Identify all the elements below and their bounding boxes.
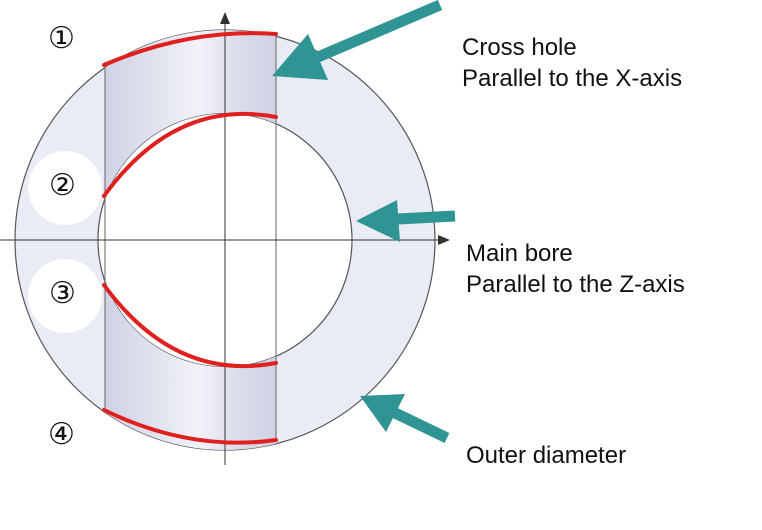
cross-hole-band: [105, 30, 276, 450]
main-bore-arrow: [356, 200, 456, 242]
inner-bottom-intersection-edge: [102, 283, 278, 369]
outer-diameter-title: Outer diameter: [466, 442, 627, 469]
main-bore-orientation: Parallel to the Z-axis: [466, 271, 685, 298]
marker-2-backdrop: [28, 151, 102, 225]
marker-2: ②: [49, 168, 76, 203]
cross-hole-orientation: Parallel to the X-axis: [462, 65, 683, 92]
marker-3-backdrop: [28, 259, 102, 333]
outer-bottom-intersection-edge: [102, 408, 278, 445]
main-bore-title: Main bore: [466, 240, 573, 267]
y-axis-arrowhead: [220, 12, 230, 24]
outer-top-intersection-edge: [102, 31, 278, 67]
main-bore-label: Main bore Parallel to the Z-axis: [466, 238, 685, 300]
x-axis-arrowhead: [438, 235, 450, 245]
outer-diameter-label: Outer diameter: [466, 440, 626, 471]
inner-top-intersection-edge: [102, 112, 278, 198]
marker-4: ④: [48, 417, 75, 452]
cross-hole-title: Cross hole: [462, 34, 577, 61]
marker-3: ③: [49, 276, 76, 311]
cross-hole-label: Cross hole Parallel to the X-axis: [462, 32, 682, 94]
marker-1: ①: [48, 21, 75, 56]
cross-hole-arrow: [272, 0, 443, 80]
outer-diameter-arrow: [360, 394, 450, 443]
